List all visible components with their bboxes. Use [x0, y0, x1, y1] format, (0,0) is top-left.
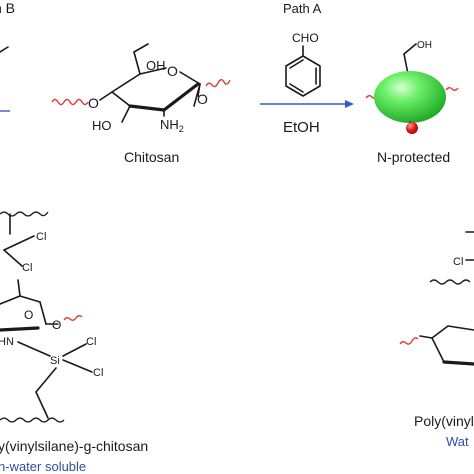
chitosan-label: Chitosan [124, 149, 179, 165]
reaction-arrow-head [345, 100, 354, 108]
sphere-oh-bond [403, 43, 417, 55]
right-ring-1 [431, 325, 474, 339]
si-label: Si [50, 355, 60, 367]
ring-oxygen: O [167, 63, 178, 79]
chain-down-bond [35, 391, 49, 419]
left-product-structure: Cl Cl O O HN Si Cl Cl [0, 211, 103, 423]
left-ring-bold-bond [0, 326, 40, 332]
ring-bond-c4-c5 [111, 73, 141, 93]
chain-wavy-right [205, 79, 231, 88]
bond-c1-link [193, 83, 201, 107]
nh2-group: NH2 [160, 117, 184, 134]
benzene-ring [285, 55, 321, 97]
ring-bond-c3-c4 [111, 91, 131, 107]
right-ring-bold [442, 360, 474, 366]
chlorine-right: Cl [453, 256, 463, 268]
left-link-oxygen: O [52, 318, 61, 332]
si-cl-bond-3 [62, 343, 87, 357]
link-oxygen-left: O [88, 95, 99, 111]
ring-bond-c1-c2-bold [162, 82, 200, 112]
bond-o-c4 [99, 91, 113, 101]
si-cl-bond-4 [62, 359, 93, 373]
path-a-label: Path A [283, 1, 322, 16]
right-product-label: Poly(vinyl [414, 413, 474, 429]
chlorine-mid-1: Cl [86, 336, 96, 348]
link-oxygen-right: O [197, 91, 208, 107]
bond-c5-ch2 [133, 51, 141, 75]
backbone-wavy-bottom [0, 417, 65, 423]
si-cl-bond-2 [3, 249, 23, 267]
left-solubility-label: n-water soluble [0, 459, 86, 474]
n-protected-structure: OH [365, 40, 459, 134]
partial-bond-top-left [0, 46, 9, 53]
ring-bond-o-c1 [179, 71, 201, 85]
ho-group: HO [92, 118, 112, 133]
left-ring-top [0, 295, 41, 305]
benzene-double-3 [289, 83, 304, 93]
oh-group-top: OH [146, 58, 166, 73]
si-down-bond [35, 367, 57, 393]
sphere-oh: OH [417, 40, 432, 51]
bond-ch2-oh [133, 43, 149, 53]
aldehyde-group: CHO [292, 31, 319, 45]
chlorine-mid-2: Cl [93, 367, 103, 379]
left-ring-right [39, 301, 47, 325]
ring-bond-c5-o [139, 67, 167, 75]
path-b-label: h B [0, 0, 15, 16]
sphere-chain-right [445, 87, 459, 91]
left-product-label: y(vinylsilane)-g-chitosan [0, 438, 148, 454]
red-ball [406, 122, 418, 134]
left-ring-oxygen: O [24, 308, 33, 322]
right-ring-link [419, 335, 433, 339]
right-solubility-label: Wat [446, 434, 469, 449]
si-cl-bond-1 [3, 235, 35, 251]
solvent-label: EtOH [283, 119, 320, 136]
hn-label: HN [0, 336, 14, 348]
left-ring-ch2 [17, 279, 21, 297]
n-protected-label: N-protected [377, 149, 450, 165]
bond-c3-oh [121, 105, 131, 123]
chitosan-structure: O O OH HO NH2 O [51, 43, 231, 134]
ring-bond-c2-c3-bold [128, 104, 166, 112]
right-ring-left [431, 337, 445, 363]
right-product-structure: Cl [399, 231, 474, 366]
chlorine-top-2: Cl [22, 262, 32, 274]
backbone-wavy-top [0, 211, 49, 217]
benzene-double-1 [289, 59, 304, 69]
left-chain-red [63, 315, 83, 321]
right-backbone [429, 279, 471, 285]
chain-wavy-left [51, 98, 89, 106]
green-sphere [374, 71, 446, 123]
hn-si-bond [17, 341, 51, 357]
chlorine-top-1: Cl [36, 231, 46, 243]
benzaldehyde-structure: CHO [285, 31, 321, 97]
right-chain-red [399, 337, 419, 345]
